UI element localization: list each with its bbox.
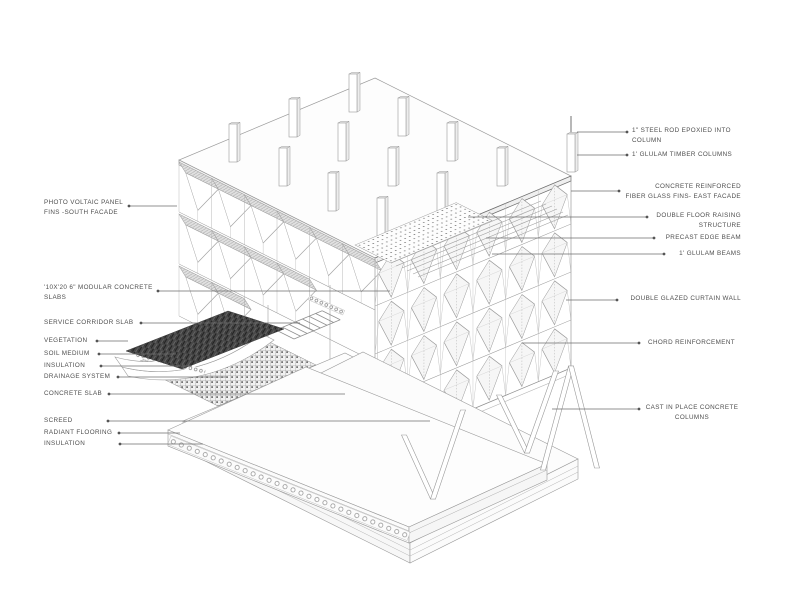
- roof-slab: [178, 77, 572, 264]
- label-radiant-flooring: RADIANT FLOORING: [44, 429, 113, 436]
- leader-lines: [97, 131, 664, 445]
- detached-column-with-steel-rod: [566, 116, 579, 173]
- label-vegetation: VEGETATION: [44, 337, 88, 344]
- radiant-floor-slab: [167, 366, 548, 544]
- label-glulam-timber-columns: 1' GLULAM TIMBER COLUMNS: [632, 151, 733, 158]
- label-modular-concrete-slabs: '10X'20 6" MODULAR CONCRETE SLABS: [44, 284, 153, 301]
- label-service-corridor-slab: SERVICE CORRIDOR SLAB: [44, 319, 134, 326]
- label-cast-in-place-columns: CAST IN PLACE CONCRETE COLUMNS: [645, 404, 739, 421]
- label-drainage-system: DRAINAGE SYSTEM: [44, 373, 111, 380]
- label-insulation-roof: INSULATION: [44, 362, 86, 369]
- label-double-glazed-curtain-wall: DOUBLE GLAZED CURTAIN WALL: [630, 295, 741, 302]
- label-fiber-glass-fins: CONCRETE REINFORCED FIBER GLASS FINS- EA…: [625, 183, 741, 200]
- cast-in-place-v-columns: [401, 365, 600, 500]
- label-insulation-floor: INSULATION: [44, 440, 86, 447]
- label-photo-voltaic-panel-fins: PHOTO VOLTAIC PANEL FINS -SOUTH FACADE: [44, 199, 124, 216]
- label-soil-medium: SOIL MEDIUM: [44, 350, 90, 357]
- vegetation-layer: [125, 310, 285, 370]
- double-floor-raising-structure: [354, 200, 569, 278]
- glulam-beams-drawing: [390, 200, 569, 278]
- label-double-floor-raising: DOUBLE FLOOR RAISING STRUCTURE: [656, 212, 741, 229]
- leader-dots: [95, 130, 666, 446]
- label-precast-edge-beam: PRECAST EDGE BEAM: [665, 234, 741, 241]
- service-corridor-slab-drawing: [275, 310, 341, 340]
- label-chord-reinforcement: CHORD REINFORCEMENT: [648, 339, 735, 346]
- label-glulam-beams: 1' GLULAM BEAMS: [679, 250, 741, 257]
- label-steel-rod: 1" STEEL ROD EPOXIED INTO COLUMN: [632, 127, 731, 144]
- label-concrete-slab: CONCRETE SLAB: [44, 390, 103, 397]
- perimeter-dotted-edge: [307, 294, 345, 316]
- label-screed: SCREED: [44, 417, 73, 424]
- base-assembly: [167, 351, 600, 564]
